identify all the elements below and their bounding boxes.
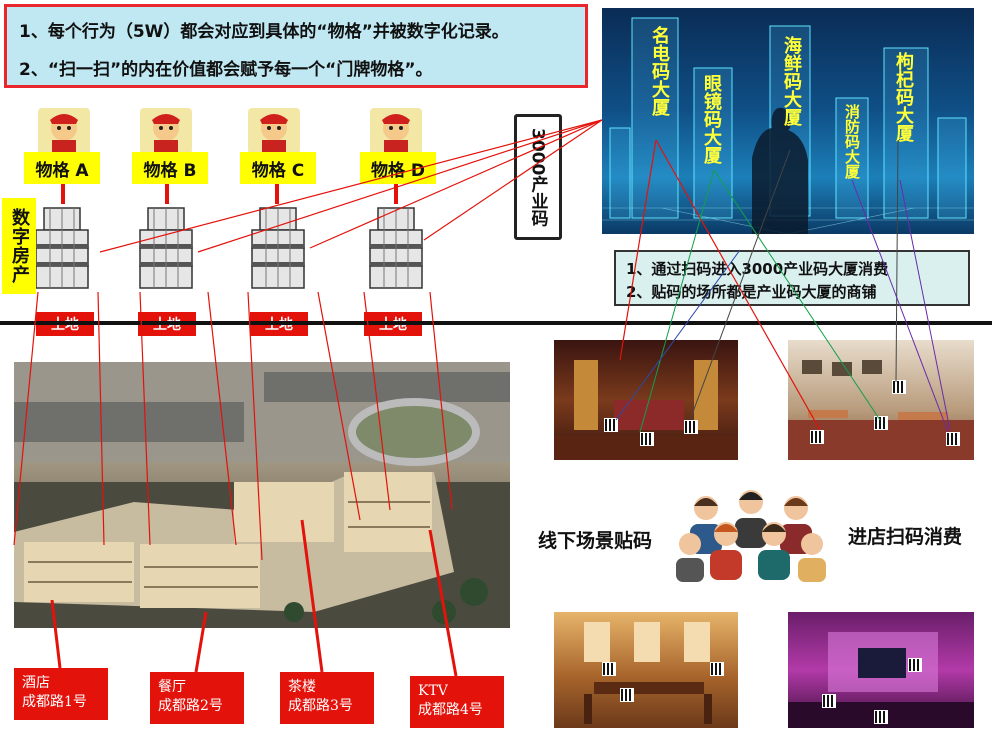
qr-code-icon — [620, 688, 634, 702]
avatar-icon — [248, 108, 300, 154]
offline-scene-label: 线下场景贴码 — [538, 530, 653, 552]
tower-label: 枸杞码大厦 — [893, 52, 914, 142]
wuge-label-c: 物格 C — [240, 152, 316, 184]
qr-code-icon — [810, 430, 824, 444]
connector-line — [423, 119, 603, 241]
wuge-label-a: 物格 A — [24, 152, 100, 184]
building-icon — [139, 207, 193, 289]
qr-code-icon — [604, 418, 618, 432]
store-label-hotel: 酒店 成都路1号 — [14, 668, 108, 720]
store-address: 成都路1号 — [22, 694, 87, 710]
store-label-teahouse: 茶楼 成都路3号 — [280, 672, 374, 724]
qr-code-icon — [892, 380, 906, 394]
wuge-label-d: 物格 D — [360, 152, 436, 184]
info-line-1: 1、通过扫码进入3000产业码大厦消费 — [626, 260, 889, 278]
store-address: 成都路2号 — [158, 698, 223, 714]
hotel-lobby-photo — [554, 340, 738, 460]
stem — [165, 184, 169, 204]
industry-city-image: 名电码大厦 眼镜码大厦 海鲜码大厦 消防码大厦 枸杞码大厦 — [602, 8, 974, 234]
store-type: 茶楼 — [288, 679, 316, 695]
tower-label: 消防码大厦 — [843, 104, 861, 179]
industry-code-label: 3000产业码 — [514, 114, 562, 240]
instore-scan-label: 进店扫码消费 — [848, 526, 963, 548]
tower-label: 名电码大厦 — [649, 26, 670, 116]
stem — [61, 184, 65, 204]
store-type: 酒店 — [22, 675, 50, 691]
wuge-label-b: 物格 B — [132, 152, 208, 184]
store-label-ktv: KTV 成都路4号 — [410, 676, 504, 728]
qr-code-icon — [710, 662, 724, 676]
people-group-icon — [676, 490, 826, 582]
qr-code-icon — [684, 420, 698, 434]
store-address: 成都路3号 — [288, 698, 353, 714]
qr-code-icon — [874, 710, 888, 724]
note-line-1: 1、每个行为（5W）都会对应到具体的“物格”并被数字化记录。 — [19, 22, 509, 42]
qr-code-icon — [640, 432, 654, 446]
building-icon — [369, 207, 423, 289]
store-label-restaurant: 餐厅 成都路2号 — [150, 672, 244, 724]
qr-code-icon — [908, 658, 922, 672]
building-icon — [251, 207, 305, 289]
notes-box: 1、每个行为（5W）都会对应到具体的“物格”并被数字化记录。 2、“扫一扫”的内… — [4, 4, 588, 88]
stem — [394, 184, 398, 204]
qr-code-icon — [602, 662, 616, 676]
tower-label: 眼镜码大厦 — [701, 74, 722, 164]
note-line-2: 2、“扫一扫”的内在价值都会赋予每一个“门牌物格”。 — [19, 60, 433, 80]
tower-label: 海鲜码大厦 — [781, 36, 802, 126]
avatar-icon — [140, 108, 192, 154]
avatar-icon — [370, 108, 422, 154]
teahouse-interior-photo — [554, 612, 738, 728]
qr-code-icon — [946, 432, 960, 446]
building-icon — [35, 207, 89, 289]
qr-code-icon — [822, 694, 836, 708]
restaurant-interior-photo — [788, 340, 974, 460]
store-type: 餐厅 — [158, 679, 186, 695]
info-box: 1、通过扫码进入3000产业码大厦消费 2、贴码的场所都是产业码大厦的商铺 — [614, 250, 970, 306]
digital-estate-label: 数字房产 — [2, 198, 36, 294]
qr-code-icon — [874, 416, 888, 430]
ktv-room-photo — [788, 612, 974, 728]
avatar-icon — [38, 108, 90, 154]
info-line-2: 2、贴码的场所都是产业码大厦的商铺 — [626, 283, 877, 301]
divider-line — [0, 321, 992, 325]
store-address: 成都路4号 — [418, 702, 483, 718]
aerial-street-photo — [14, 362, 510, 628]
store-type: KTV — [418, 683, 448, 699]
stem — [275, 184, 279, 204]
